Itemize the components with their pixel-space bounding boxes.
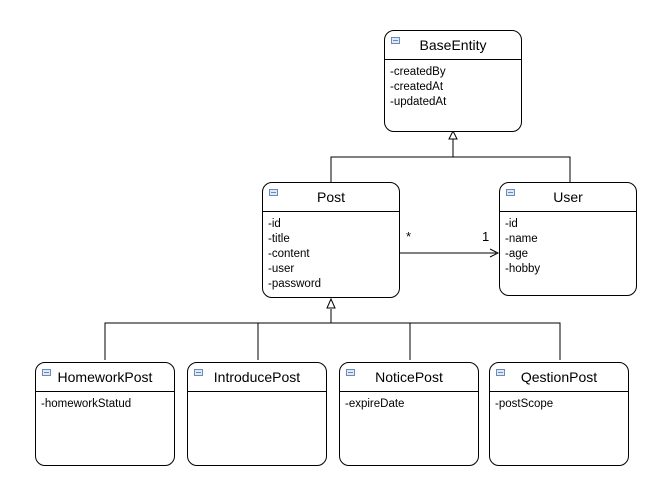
class-attribute: -hobby — [505, 263, 541, 275]
attribute-list: -id -title -content -user -password — [263, 212, 399, 292]
inheritance-edge-introduce-post — [257, 322, 331, 360]
inheritance-edge-user-base — [453, 156, 571, 182]
class-attribute: -createdAt — [390, 81, 444, 93]
class-name: NoticePost — [375, 369, 443, 385]
class-attribute: -updatedAt — [390, 96, 447, 108]
class-name: HomeworkPost — [57, 369, 153, 385]
class-icon — [496, 369, 505, 376]
multiplicity-one: 1 — [482, 229, 490, 244]
attribute-list: -expireDate — [340, 392, 478, 412]
attribute-list: -postScope — [490, 392, 628, 412]
class-user[interactable]: User -id -name -age -hobby — [499, 182, 637, 296]
class-header: HomeworkPost — [36, 363, 174, 392]
class-attribute: -createdBy — [390, 66, 446, 78]
class-name: QestionPost — [520, 369, 598, 385]
class-homework-post[interactable]: HomeworkPost -homeworkStatud — [35, 362, 175, 466]
class-name: IntroducePost — [213, 369, 301, 385]
class-icon — [506, 189, 515, 196]
class-header: User — [500, 183, 636, 212]
attribute-list — [188, 392, 326, 397]
inheritance-edge-notice-post — [331, 322, 411, 360]
class-header: Post — [263, 183, 399, 212]
class-post[interactable]: Post -id -title -content -user -password — [262, 182, 400, 298]
class-icon — [391, 37, 400, 44]
class-base-entity[interactable]: BaseEntity -createdBy -createdAt -updatedA… — [384, 30, 522, 132]
class-icon — [42, 369, 51, 376]
class-icon — [346, 369, 355, 376]
class-name: BaseEntity — [419, 37, 487, 53]
class-notice-post[interactable]: NoticePost -expireDate — [339, 362, 479, 466]
class-attribute: -homeworkStatud — [41, 398, 132, 410]
class-header: QestionPost — [490, 363, 628, 392]
class-attribute: -password — [268, 278, 322, 290]
class-icon — [269, 189, 278, 196]
class-icon — [194, 369, 203, 376]
class-name: Post — [316, 189, 345, 205]
class-attribute: -id — [505, 218, 518, 230]
class-name: User — [553, 189, 583, 205]
class-attribute: -user — [268, 263, 295, 275]
inheritance-edge-homework-post — [104, 322, 331, 360]
class-introduce-post[interactable]: IntroducePost — [187, 362, 327, 466]
class-attribute: -content — [268, 248, 310, 260]
class-attribute: -id — [268, 218, 281, 230]
attribute-list: -createdBy -createdAt -updatedAt — [385, 60, 521, 110]
class-header: IntroducePost — [188, 363, 326, 392]
attribute-list: -homeworkStatud — [36, 392, 174, 412]
inheritance-edge-post-base — [330, 139, 454, 182]
class-header: BaseEntity — [385, 31, 521, 60]
inheritance-edge-qestion-post — [331, 322, 561, 360]
multiplicity-many: * — [406, 229, 412, 244]
attribute-list: -id -name -age -hobby — [500, 212, 636, 277]
class-attribute: -age — [505, 248, 529, 260]
generalization-arrowhead-post — [326, 297, 336, 309]
class-attribute: -postScope — [495, 398, 554, 410]
class-attribute: -title — [268, 233, 290, 245]
association-arrowhead — [489, 248, 500, 258]
class-attribute: -name — [505, 233, 538, 245]
class-header: NoticePost — [340, 363, 478, 392]
generalization-arrowhead-base — [448, 129, 458, 140]
class-qestion-post[interactable]: QestionPost -postScope — [489, 362, 629, 466]
class-attribute: -expireDate — [345, 398, 405, 410]
